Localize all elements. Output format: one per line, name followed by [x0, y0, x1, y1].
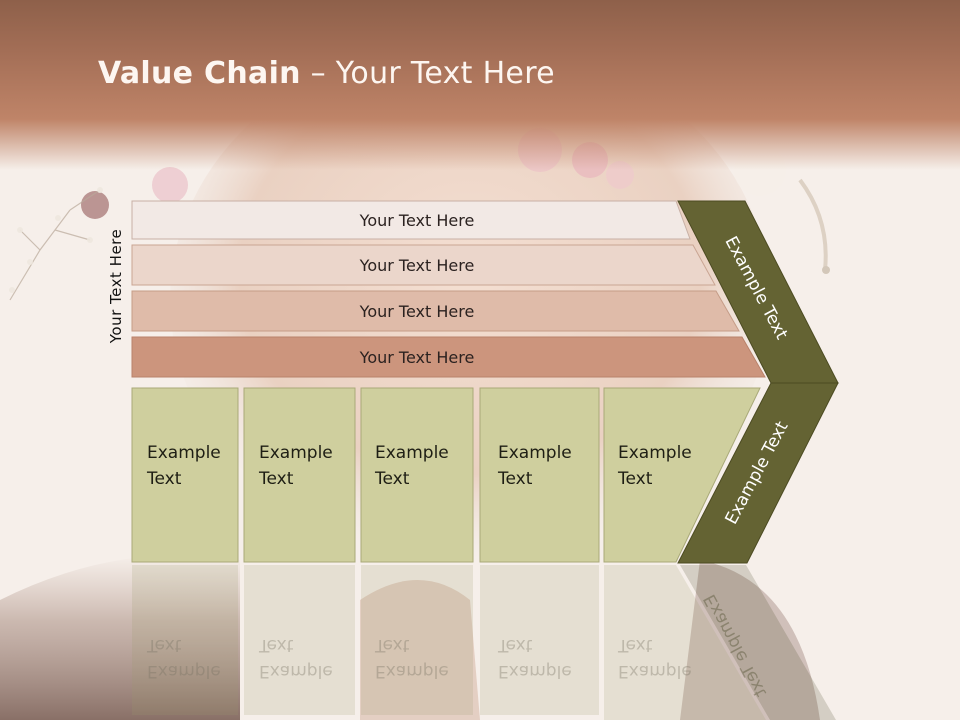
- bar-2-label: Your Text Here: [359, 255, 475, 275]
- column-2-reflection-line1: Example: [259, 661, 333, 681]
- column-5-label: Example Text: [618, 440, 692, 492]
- reflection-group: [132, 565, 836, 720]
- column-3-label: Example Text: [375, 440, 449, 492]
- column-4-reflection-line1: Example: [498, 661, 572, 681]
- title-bold: Value Chain: [98, 56, 301, 91]
- bar-2-label-box: Your Text Here: [132, 245, 702, 285]
- column-3-line1: Example: [375, 443, 449, 463]
- column-4-line1: Example: [498, 443, 572, 463]
- column-5-line1: Example: [618, 443, 692, 463]
- bar-1[interactable]: [131, 200, 691, 240]
- column-1-reflection-line2: Text: [147, 635, 182, 655]
- column-3-reflection-line1: Example: [375, 661, 449, 681]
- column-5-reflection: Example Text: [618, 632, 692, 684]
- column-1[interactable]: [131, 387, 239, 563]
- header-band: [0, 0, 960, 170]
- column-1-label: Example Text: [147, 440, 221, 492]
- column-5-reflection-line1: Example: [618, 661, 692, 681]
- column-1-reflection: Example Text: [147, 632, 221, 684]
- column-2-line2: Text: [259, 469, 294, 489]
- bar-4[interactable]: [131, 336, 766, 378]
- column-1-line2: Text: [147, 469, 182, 489]
- column-2-reflection: Example Text: [259, 632, 333, 684]
- bar-1-label-box: Your Text Here: [132, 201, 702, 239]
- bar-3-label-box: Your Text Here: [132, 291, 702, 331]
- column-4-reflection: Example Text: [498, 632, 572, 684]
- column-4-label: Example Text: [498, 440, 572, 492]
- column-1-reflection-line1: Example: [147, 661, 221, 681]
- column-4-reflection-line2: Text: [498, 635, 533, 655]
- bar-1-label: Your Text Here: [359, 210, 475, 230]
- column-3[interactable]: [360, 387, 474, 563]
- bar-3[interactable]: [131, 290, 740, 332]
- column-2-label: Example Text: [259, 440, 333, 492]
- column-2-reflection-line2: Text: [259, 635, 294, 655]
- column-5[interactable]: [603, 387, 761, 563]
- column-3-reflection-line2: Text: [375, 635, 410, 655]
- column-5-reflection-line2: Text: [618, 635, 653, 655]
- column-3-reflection: Example Text: [375, 632, 449, 684]
- column-3-line2: Text: [375, 469, 410, 489]
- column-5-line2: Text: [618, 469, 653, 489]
- bar-4-label-box: Your Text Here: [132, 337, 702, 377]
- chevron-lower[interactable]: [677, 382, 839, 564]
- page-title: Value Chain – Your Text Here: [98, 56, 555, 91]
- bar-2[interactable]: [131, 244, 716, 286]
- column-2-line1: Example: [259, 443, 333, 463]
- column-4-line2: Text: [498, 469, 533, 489]
- column-4[interactable]: [479, 387, 600, 563]
- column-1-line1: Example: [147, 443, 221, 463]
- bar-4-label: Your Text Here: [359, 347, 475, 367]
- title-rest: – Your Text Here: [300, 56, 555, 91]
- bar-3-label: Your Text Here: [359, 301, 475, 321]
- column-2[interactable]: [243, 387, 356, 563]
